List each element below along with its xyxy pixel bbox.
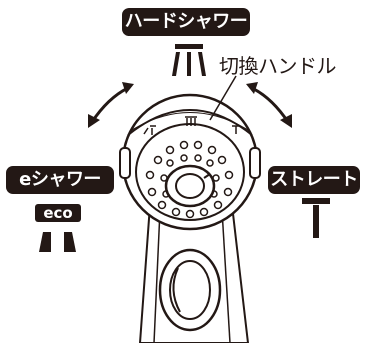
switch-handle-leader-line	[209, 75, 237, 121]
straight-spray-icon	[302, 198, 330, 238]
eco-badge: eco	[35, 204, 81, 222]
ring-right-grip	[249, 147, 261, 179]
hard-shower-label: ハードシャワー	[122, 8, 250, 36]
ring-mode-marks	[143, 116, 240, 135]
rotate-right-arrow	[251, 86, 290, 123]
rotate-left-arrow	[90, 86, 129, 123]
straight-label: ストレート	[268, 166, 360, 194]
ring-left-grip	[119, 147, 131, 179]
switch-handle-label: 切換ハンドル	[219, 54, 337, 78]
switch-handle-ring	[127, 109, 253, 136]
hard-shower-spray-icon	[172, 44, 206, 76]
e-shower-label: eシャワー	[6, 166, 114, 194]
eco-dual-spray-icon	[39, 232, 76, 252]
